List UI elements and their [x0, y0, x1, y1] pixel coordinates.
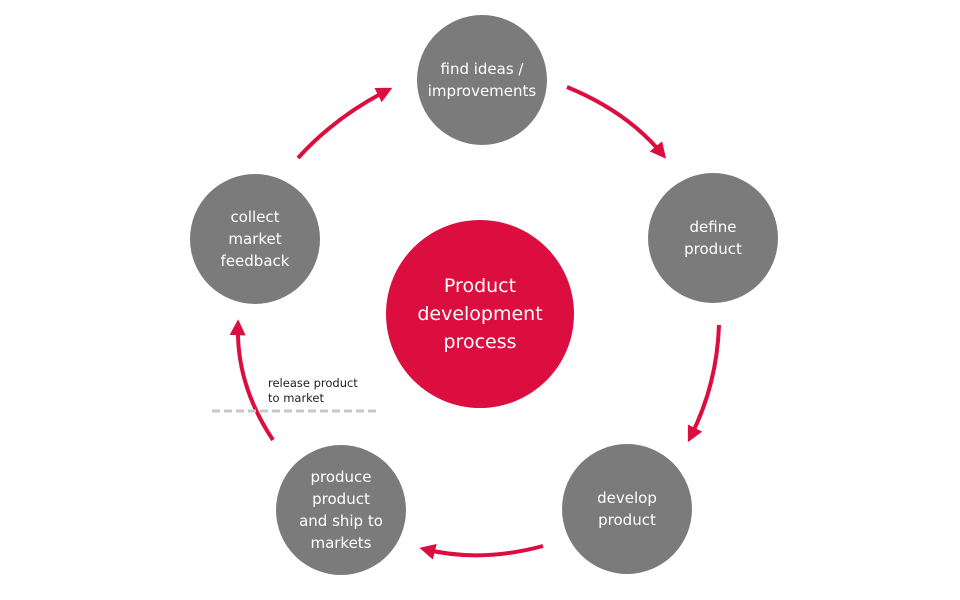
step-find-ideas: find ideas / improvements	[417, 15, 547, 145]
step-produce-ship-label: produce product and ship to markets	[299, 468, 383, 552]
arrow-produce-to-feedback	[229, 319, 275, 442]
step-collect-feedback-label: collect market feedback	[220, 208, 290, 270]
arrow-define-to-develop	[687, 324, 721, 443]
step-define-product: define product	[648, 173, 778, 303]
step-produce-ship: produce product and ship to markets	[276, 445, 406, 575]
center-label: Product development process	[417, 275, 543, 353]
step-define-product-label: define product	[684, 218, 742, 258]
release-annotation: release product to market	[268, 376, 358, 405]
step-develop-product: develop product	[562, 444, 692, 574]
step-find-ideas-label: find ideas / improvements	[427, 60, 537, 100]
step-collect-feedback: collect market feedback	[190, 174, 320, 304]
step-develop-product-label: develop product	[597, 489, 657, 529]
center-node: Product development process	[386, 220, 574, 408]
arrow-feedback-to-ideas	[296, 87, 393, 160]
arrow-develop-to-produce	[419, 543, 544, 560]
arrow-ideas-to-define	[566, 85, 667, 159]
